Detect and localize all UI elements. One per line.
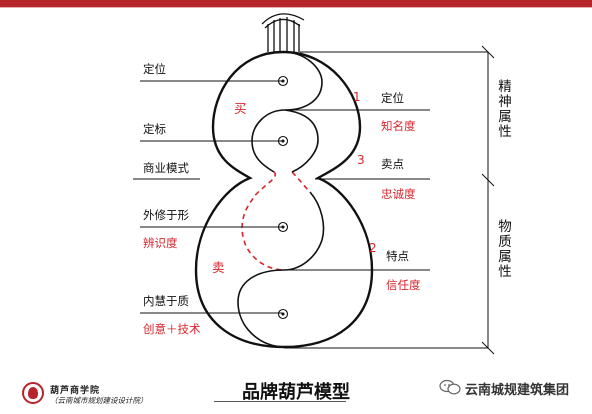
label-outer-form: 外修于形 [143, 208, 189, 222]
left-leader-lines [133, 80, 283, 314]
center-dots [277, 75, 289, 320]
right-leader-lines [283, 109, 430, 271]
page-title: 品牌葫芦模型 [242, 382, 350, 403]
bracket-label-material: 物质属性 [498, 219, 512, 280]
gourd-logo-icon [22, 382, 44, 404]
label-awareness: 知名度 [381, 119, 416, 133]
top-accent-bar [0, 0, 592, 7]
label-creativity-tech: 创意＋技术 [143, 322, 201, 336]
number-3: 3 [357, 153, 365, 167]
s-curve-upper [251, 51, 323, 173]
gourd-outline [194, 50, 374, 349]
s-curve-middle [284, 109, 319, 173]
label-loyalty: 忠诚度 [381, 187, 416, 201]
label-inner-quality: 内慧于质 [143, 294, 189, 308]
bracket-label-spiritual: 精神属性 [498, 79, 512, 140]
number-2: 2 [369, 241, 377, 255]
label-positioning-right: 定位 [381, 91, 404, 105]
top-accent-line [0, 7, 592, 8]
title-underline [214, 401, 346, 402]
s-curve-dashed [241, 171, 285, 271]
watermark-text: 云南城规建筑集团 [465, 383, 570, 398]
footer-org-sub: （云南城市规划建设设计院） [50, 396, 148, 405]
label-selling-point: 卖点 [381, 157, 404, 171]
label-business-model: 商业模式 [143, 161, 189, 175]
label-recognizability: 辨识度 [143, 236, 178, 250]
s-curve-lower [237, 191, 325, 348]
label-feature: 特点 [386, 249, 409, 263]
label-trust: 信任度 [386, 278, 421, 292]
gourd-stem [261, 13, 305, 52]
wechat-icon [439, 379, 461, 395]
label-positioning-left: 定位 [143, 62, 166, 76]
label-standard: 定标 [143, 122, 166, 136]
bracket-lines [284, 45, 495, 355]
label-sell: 卖 [212, 260, 225, 275]
label-buy: 买 [234, 101, 247, 116]
s-curve-dashed-right [291, 171, 311, 193]
number-1: 1 [353, 90, 361, 104]
footer-org-name: 葫芦商学院 [50, 386, 101, 396]
